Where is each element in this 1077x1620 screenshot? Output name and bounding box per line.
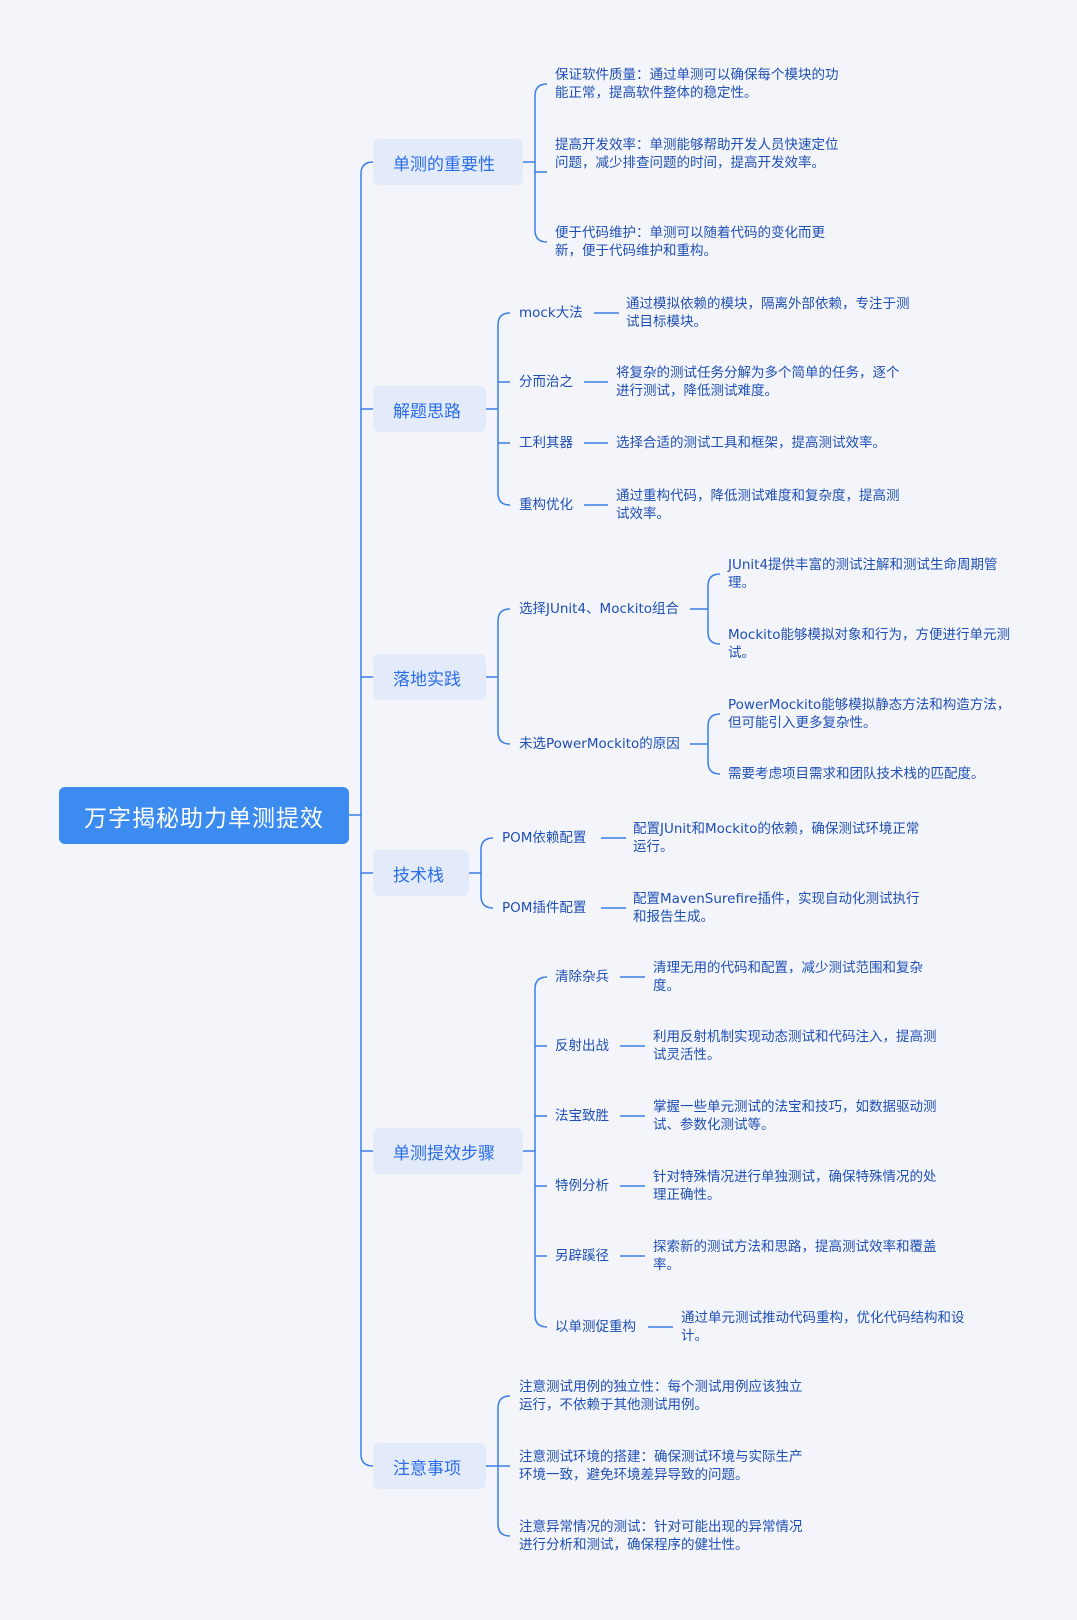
sub-node-label[interactable]: POM插件配置 <box>502 900 587 916</box>
leaf-node: 将复杂的测试任务分解为多个简单的任务，逐个进行测试，降低测试难度。 <box>616 365 900 399</box>
sub-node-label[interactable]: 反射出战 <box>555 1038 609 1054</box>
sub-node-label[interactable]: 未选PowerMockito的原因 <box>519 736 680 752</box>
sub-node-label[interactable]: 特例分析 <box>555 1178 609 1194</box>
leaf-node: 通过模拟依赖的模块，隔离外部依赖，专注于测试目标模块。 <box>626 296 910 330</box>
leaf-node: 注意测试用例的独立性：每个测试用例应该独立运行，不依赖于其他测试用例。 <box>519 1379 803 1413</box>
sub-node-label[interactable]: 清除杂兵 <box>555 969 609 985</box>
leaf-node: Mockito能够模拟对象和行为，方便进行单元测试。 <box>728 627 1010 661</box>
sub-node-label[interactable]: mock大法 <box>519 305 583 321</box>
leaf-node: PowerMockito能够模拟静态方法和构造方法，但可能引入更多复杂性。 <box>728 697 1011 731</box>
branch-approach[interactable]: 解题思路 <box>373 386 486 432</box>
leaf-node: 注意异常情况的测试：针对可能出现的异常情况进行分析和测试，确保程序的健壮性。 <box>519 1519 803 1553</box>
branch-practice[interactable]: 落地实践 <box>373 654 486 700</box>
leaf-node: 保证软件质量：通过单测可以确保每个模块的功能正常，提高软件整体的稳定性。 <box>555 67 839 101</box>
leaf-node: 掌握一些单元测试的法宝和技巧，如数据驱动测试、参数化测试等。 <box>653 1099 937 1133</box>
sub-node-label[interactable]: 另辟蹊径 <box>555 1248 609 1264</box>
leaf-node: 通过重构代码，降低测试难度和复杂度，提高测试效率。 <box>616 488 900 522</box>
sub-node-label[interactable]: 工利其器 <box>519 435 573 451</box>
root-node[interactable]: 万字揭秘助力单测提效 <box>59 787 349 844</box>
branch-notes[interactable]: 注意事项 <box>373 1443 486 1489</box>
branch-importance[interactable]: 单测的重要性 <box>373 139 523 185</box>
leaf-node: 通过单元测试推动代码重构，优化代码结构和设计。 <box>681 1310 965 1344</box>
leaf-node: 针对特殊情况进行单独测试，确保特殊情况的处理正确性。 <box>653 1169 937 1203</box>
leaf-node: JUnit4提供丰富的测试注解和测试生命周期管理。 <box>728 557 998 591</box>
leaf-node: 配置JUnit和Mockito的依赖，确保测试环境正常运行。 <box>633 821 920 855</box>
leaf-node: 利用反射机制实现动态测试和代码注入，提高测试灵活性。 <box>653 1029 937 1063</box>
leaf-node: 清理无用的代码和配置，减少测试范围和复杂度。 <box>653 960 923 994</box>
leaf-node: 提高开发效率：单测能够帮助开发人员快速定位问题，减少排查问题的时间，提高开发效率… <box>555 137 839 171</box>
leaf-node: 配置MavenSurefire插件，实现自动化测试执行和报告生成。 <box>633 891 920 925</box>
leaf-node: 便于代码维护：单测可以随着代码的变化而更新，便于代码维护和重构。 <box>555 225 825 259</box>
sub-node-label[interactable]: 分而治之 <box>519 374 573 390</box>
leaf-node: 探索新的测试方法和思路，提高测试效率和覆盖率。 <box>653 1239 937 1273</box>
sub-node-label[interactable]: 选择JUnit4、Mockito组合 <box>519 601 680 617</box>
branch-tech-stack[interactable]: 技术栈 <box>373 850 469 896</box>
branch-steps[interactable]: 单测提效步骤 <box>373 1128 523 1174</box>
leaf-node: 选择合适的测试工具和框架，提高测试效率。 <box>616 435 886 451</box>
sub-node-label[interactable]: 以单测促重构 <box>555 1319 636 1335</box>
leaf-node: 注意测试环境的搭建：确保测试环境与实际生产环境一致，避免环境差异导致的问题。 <box>519 1449 803 1483</box>
sub-node-label[interactable]: POM依赖配置 <box>502 830 587 846</box>
sub-node-label[interactable]: 法宝致胜 <box>555 1108 609 1124</box>
leaf-node: 需要考虑项目需求和团队技术栈的匹配度。 <box>728 766 985 782</box>
sub-node-label[interactable]: 重构优化 <box>519 497 573 513</box>
